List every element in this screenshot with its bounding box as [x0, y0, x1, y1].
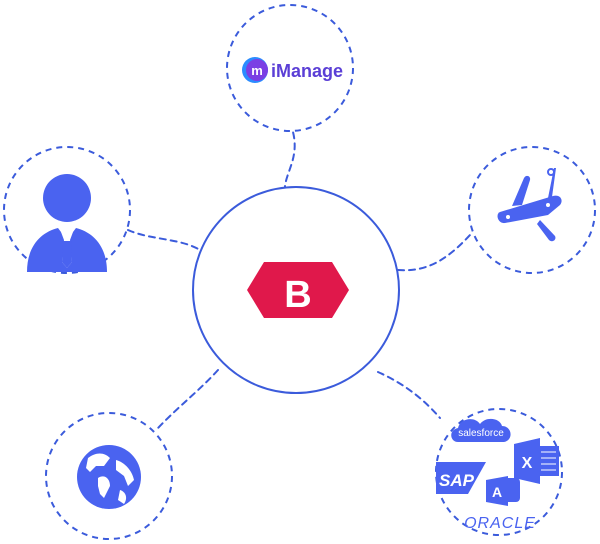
- sap-label: SAP: [439, 471, 475, 490]
- businessman-icon: [27, 174, 107, 272]
- swiss-army-knife-icon: [497, 168, 562, 242]
- salesforce-label: salesforce: [458, 428, 504, 439]
- center-logo-letter: B: [284, 274, 311, 316]
- excel-logo-icon: X: [514, 438, 559, 484]
- salesforce-logo-icon: salesforce: [451, 418, 511, 442]
- imanage-badge-letter: m: [251, 63, 263, 78]
- access-label: A: [492, 484, 502, 500]
- integrations-cluster: salesforce SAP X A ORACLE: [436, 418, 559, 532]
- access-logo-icon: A: [486, 476, 520, 506]
- connector-integrations: [377, 371, 441, 419]
- imanage-label: iManage: [271, 61, 343, 81]
- connector-globe: [157, 369, 219, 429]
- imanage-logo-icon: m: [242, 57, 268, 83]
- connector-tools: [397, 234, 471, 272]
- connector-imanage: [283, 131, 296, 193]
- node-imanage-circle: [226, 4, 354, 132]
- globe-icon: [77, 445, 141, 509]
- brand-b-hexagon-icon: B: [247, 262, 349, 318]
- connector-person: [127, 229, 201, 251]
- oracle-label: ORACLE: [464, 515, 536, 532]
- excel-label: X: [522, 455, 533, 472]
- sap-logo-icon: SAP: [436, 462, 486, 494]
